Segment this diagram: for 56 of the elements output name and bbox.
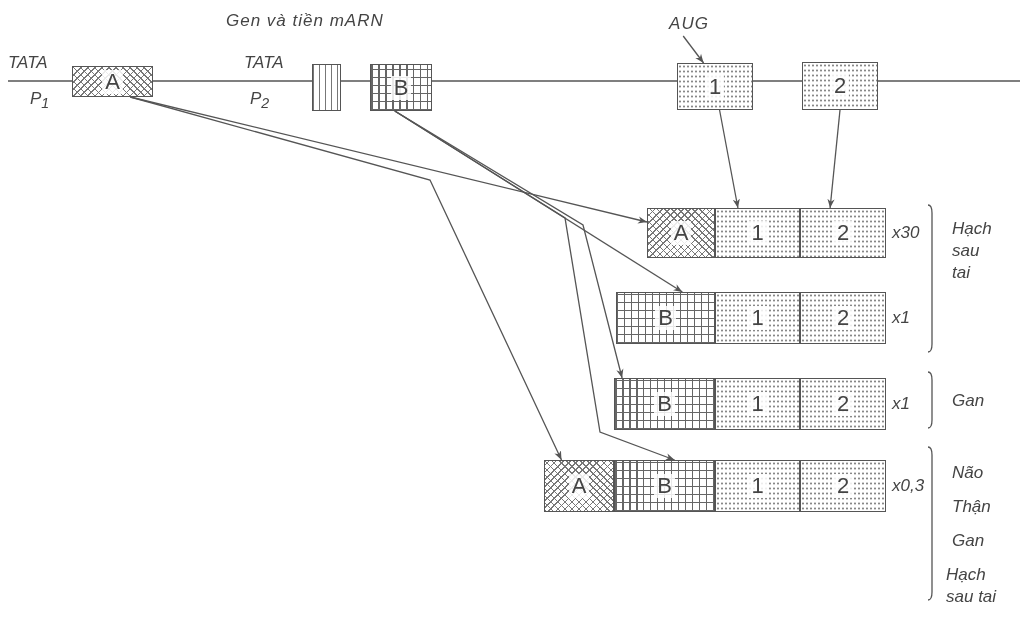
exon-box (72, 66, 153, 97)
mrna-segment (715, 292, 800, 344)
exon-box (677, 63, 753, 110)
arrow (718, 109, 740, 209)
segment-label: 1 (748, 474, 767, 498)
arrow (827, 109, 841, 209)
mrna-segment (715, 378, 800, 430)
tissue-label: Gan (952, 530, 985, 552)
mrna-segment (614, 378, 715, 430)
heading-label: Gen và tiền mARN (226, 10, 384, 32)
mrna-segment (800, 292, 886, 344)
exon-box (370, 64, 432, 111)
segment-label: A (102, 69, 123, 94)
promoter-label: P$_{1}$ (30, 88, 50, 114)
segment-label: 2 (833, 306, 853, 330)
segment-label: B (654, 474, 675, 498)
segment-label: A (670, 221, 692, 245)
segment-label: 1 (748, 306, 767, 330)
tissue-label: Thận (952, 496, 991, 518)
mrna-segment (800, 378, 886, 430)
segment-label: B (655, 306, 676, 330)
promoter-label: TATA (244, 52, 284, 74)
mrna-segment (800, 208, 886, 258)
segment-label: 1 (748, 221, 767, 245)
mrna-segment (647, 208, 715, 258)
mrna-segment (544, 460, 614, 512)
segment-label: 2 (833, 221, 853, 245)
mrna-segment (715, 460, 800, 512)
promoter-label: TATA (8, 52, 48, 74)
copy-number-label: x1 (892, 308, 910, 328)
copy-number-label: x0,3 (892, 476, 925, 496)
segment-label: 2 (830, 74, 850, 98)
copy-number-label: x1 (892, 394, 910, 414)
copy-number-label: x30 (892, 223, 920, 243)
tissue-label: Hạch sau tai (946, 564, 998, 608)
mrna-segment (715, 208, 800, 258)
segment-label: 2 (833, 392, 853, 416)
tissue-label: Gan (952, 390, 985, 412)
exon-box (802, 62, 878, 110)
arrow (394, 110, 676, 461)
codon-label: AUG (660, 12, 718, 36)
arrow (682, 35, 705, 64)
segment-label: B (390, 75, 412, 100)
arrow (129, 96, 563, 461)
promoter-label: P$_{2}$ (250, 88, 270, 114)
mrna-segment (614, 460, 715, 512)
mrna-segment (800, 460, 886, 512)
segment-label: B (654, 392, 675, 416)
tissue-label: Hạch sau tai (952, 218, 993, 284)
tissue-label: Não (952, 462, 984, 484)
segment-label: 1 (748, 392, 767, 416)
segment-label: 2 (833, 474, 853, 498)
segment-label: A (568, 474, 590, 498)
exon-box (312, 64, 341, 111)
segment-label: 1 (705, 74, 725, 99)
mrna-segment (616, 292, 715, 344)
